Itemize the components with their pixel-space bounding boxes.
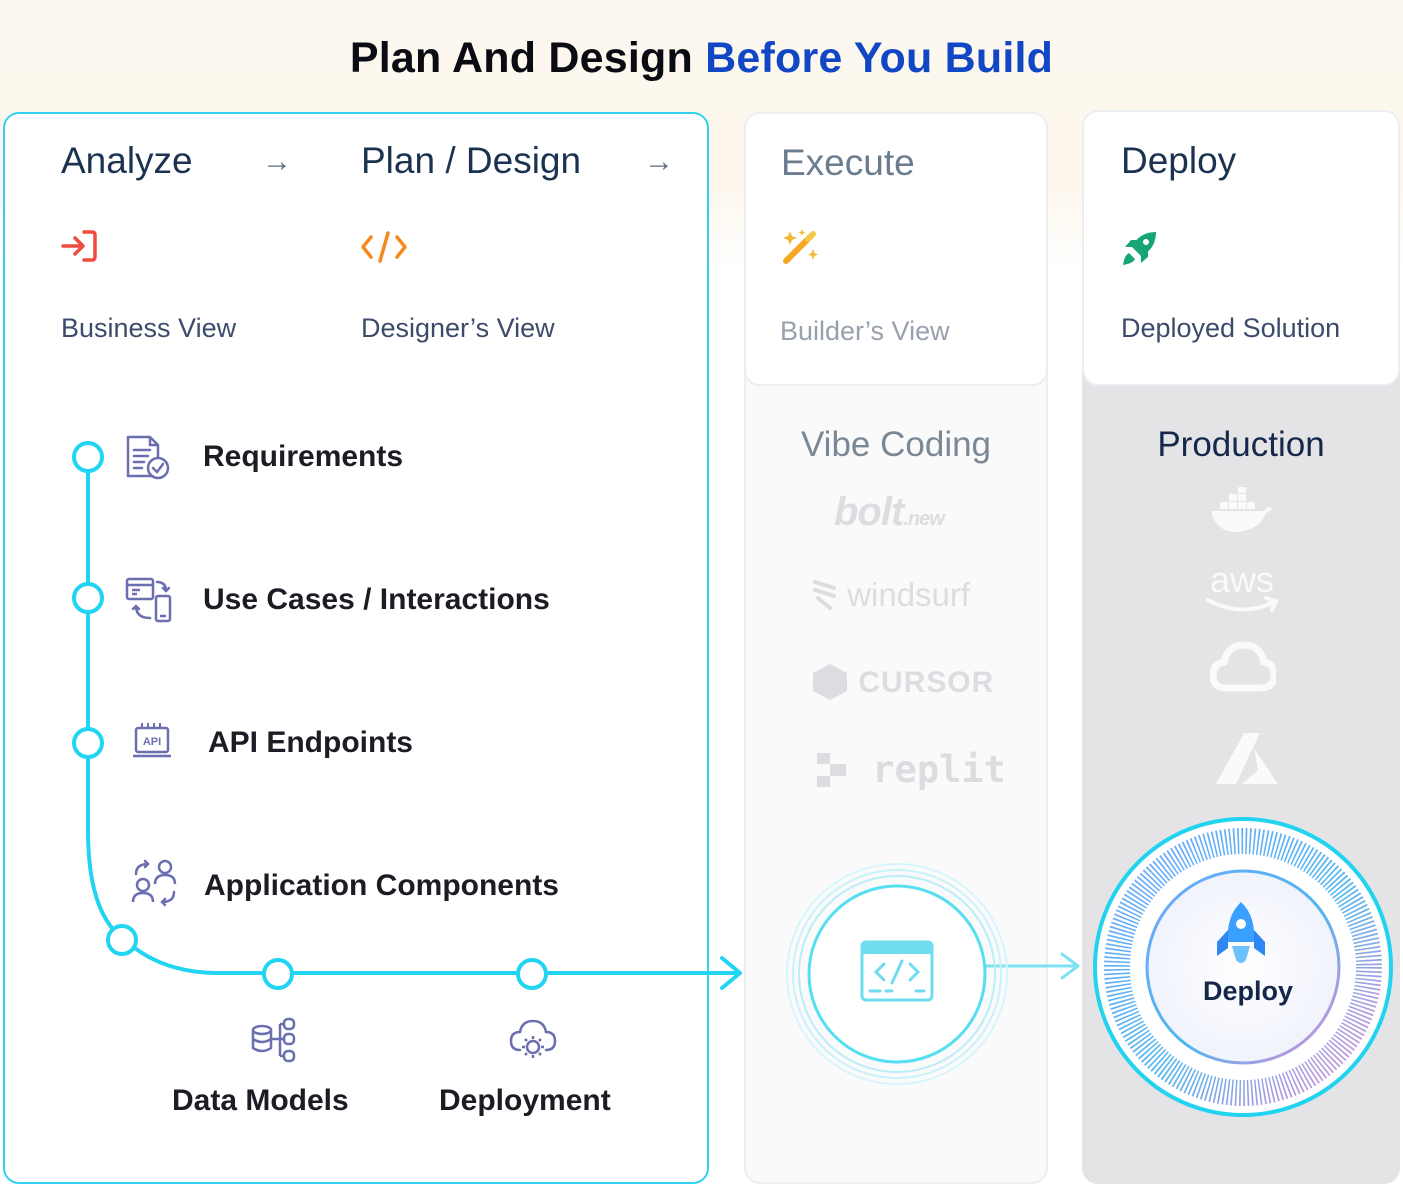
step-use-cases: Use Cases / Interactions bbox=[203, 583, 550, 616]
plan-design-panel bbox=[3, 112, 709, 1184]
arrow-right-icon: → bbox=[262, 145, 292, 178]
stage-analyze-label: Analyze bbox=[61, 140, 193, 181]
api-icon: API bbox=[133, 723, 171, 758]
cursor-logo: CURSOR bbox=[811, 662, 994, 702]
aws-icon: aws bbox=[1206, 560, 1279, 612]
code-icon bbox=[361, 231, 407, 263]
deploy-button[interactable]: Deploy bbox=[1202, 976, 1294, 1006]
bolt-suffix: .new bbox=[903, 508, 944, 530]
step-application-components: Application Components bbox=[204, 869, 559, 902]
step-data-models: Data Models bbox=[172, 1084, 349, 1117]
cursor-icon bbox=[813, 664, 847, 700]
page-title: Plan And Design Before You Build bbox=[0, 34, 1403, 83]
stage-deploy-label: Deploy bbox=[1121, 140, 1237, 181]
google-cloud-icon bbox=[1210, 641, 1276, 692]
stage-plan-label: Plan / Design bbox=[361, 140, 582, 181]
replit-icon bbox=[817, 753, 846, 787]
replit-name: replit bbox=[872, 748, 1006, 791]
replit-logo: replit bbox=[814, 748, 1006, 791]
timeline-node bbox=[72, 441, 104, 473]
builder-code-circle bbox=[786, 863, 1008, 1085]
sign-in-icon bbox=[61, 230, 97, 262]
title-accent: Before You Build bbox=[705, 34, 1054, 82]
bolt-logo: bolt.new bbox=[834, 490, 945, 535]
deployed-solution-label: Deployed Solution bbox=[1121, 313, 1341, 343]
windsurf-icon bbox=[813, 580, 836, 610]
timeline-node bbox=[72, 582, 104, 614]
timeline-node bbox=[262, 958, 294, 990]
designer-view-label: Designer’s View bbox=[361, 313, 555, 343]
magic-wand-icon bbox=[783, 229, 818, 264]
production-heading: Production bbox=[1157, 425, 1325, 464]
cloud-gear-icon bbox=[509, 1019, 557, 1058]
step-requirements: Requirements bbox=[203, 440, 404, 473]
title-main: Plan And Design bbox=[349, 34, 693, 82]
svg-text:API: API bbox=[143, 736, 161, 748]
business-view-label: Business View bbox=[61, 313, 237, 343]
arrow-right-icon: → bbox=[644, 145, 674, 178]
docker-icon bbox=[1211, 487, 1272, 532]
vibe-coding-heading: Vibe Coding bbox=[800, 425, 992, 464]
aws-text: aws bbox=[1210, 560, 1274, 600]
windsurf-name: windsurf bbox=[847, 576, 971, 613]
timeline-node bbox=[72, 727, 104, 759]
step-api-endpoints: API Endpoints bbox=[208, 726, 413, 759]
azure-icon bbox=[1216, 733, 1278, 784]
rocket-icon bbox=[1123, 232, 1156, 265]
cursor-name: CURSOR bbox=[858, 666, 995, 699]
stage-execute-label: Execute bbox=[781, 142, 915, 183]
timeline-node bbox=[516, 958, 548, 990]
builder-view-label: Builder’s View bbox=[780, 316, 950, 346]
step-deployment: Deployment bbox=[439, 1084, 611, 1117]
interactions-icon bbox=[125, 577, 172, 623]
windsurf-logo: windsurf bbox=[812, 576, 970, 614]
requirements-doc-icon bbox=[126, 435, 170, 480]
database-icon bbox=[251, 1017, 296, 1063]
timeline-node bbox=[106, 924, 138, 956]
bolt-name: bolt bbox=[834, 490, 904, 534]
components-icon bbox=[131, 859, 177, 907]
deploy-dial bbox=[1093, 817, 1393, 1117]
deploy-rocket-icon bbox=[1217, 902, 1265, 963]
